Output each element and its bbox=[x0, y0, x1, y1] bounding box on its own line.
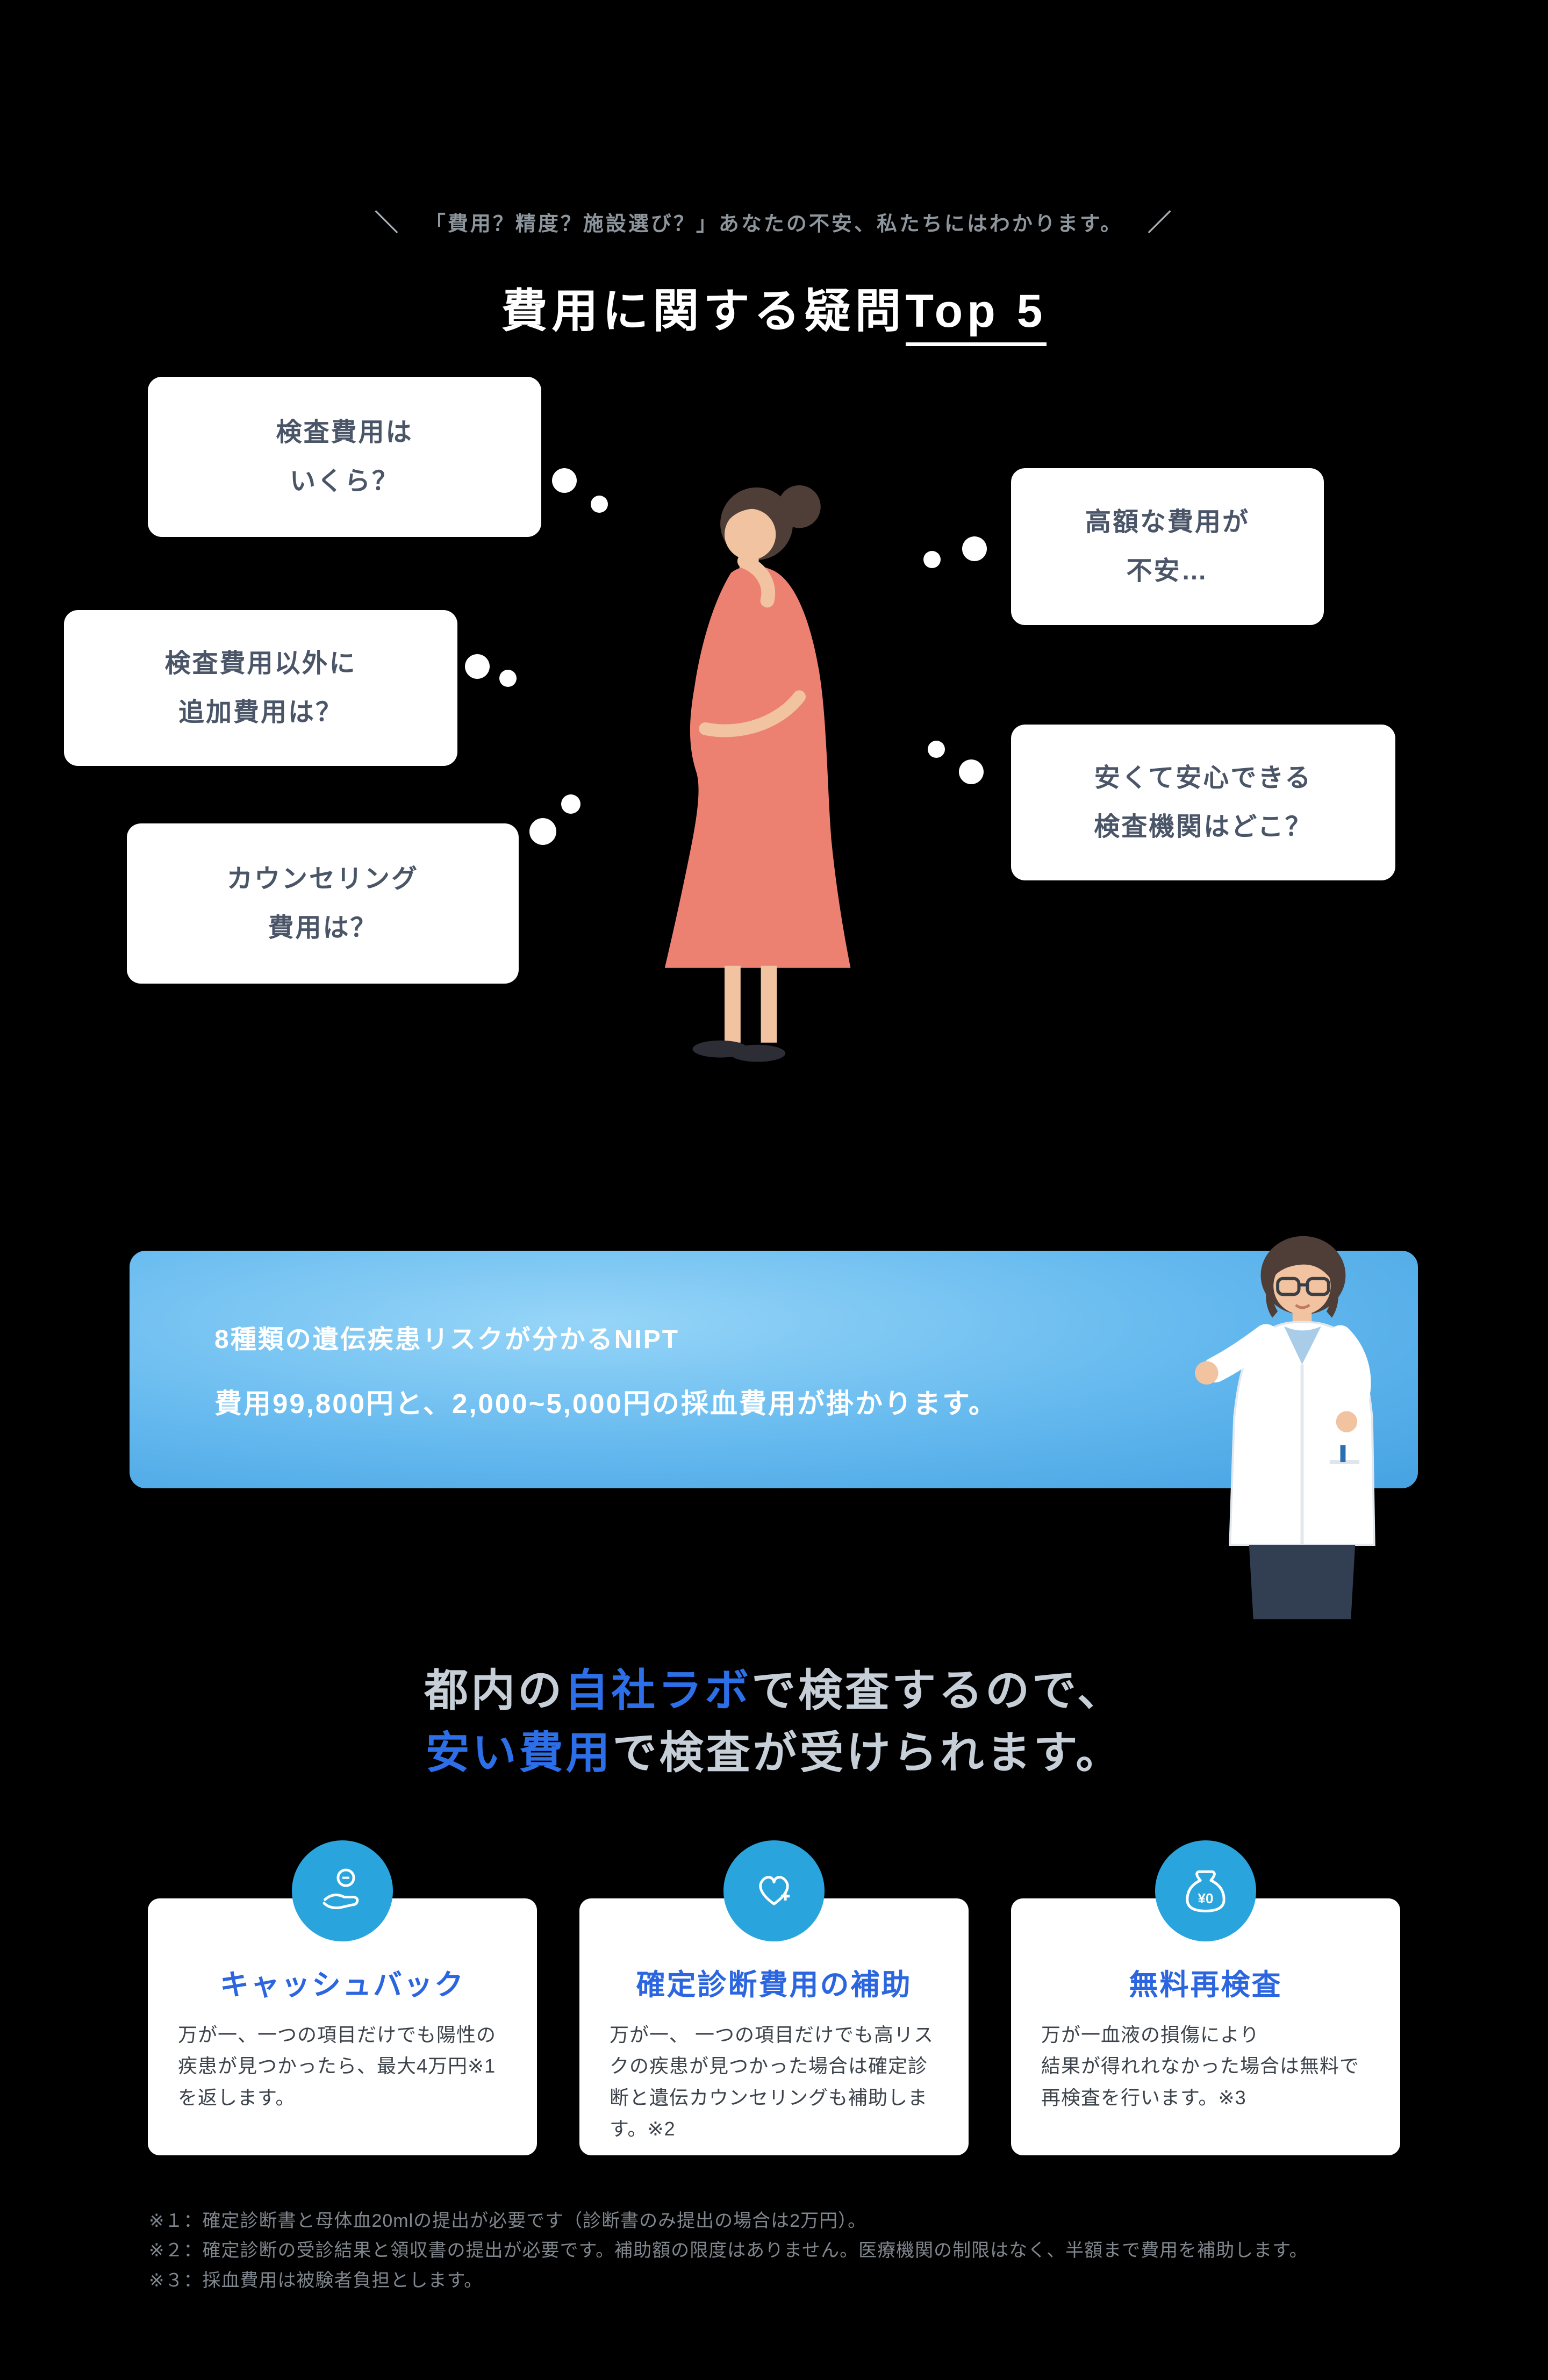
footnotes: ※１：確定診断書と母体血20mlの提出が必要です（診断書のみ提出の場合は2万円）… bbox=[149, 2208, 1308, 2297]
bubble-line: 不安… bbox=[1126, 557, 1209, 585]
thought-bubble-cheap-clinic: 安くて安心できる 検査機関はどこ？ bbox=[1011, 725, 1395, 880]
tagline: ＼ 「費用？精度？施設選び？」あなたの不安、私たちにはわかります。 ／ bbox=[0, 203, 1548, 238]
bubble-tail-dot bbox=[465, 654, 490, 679]
benefit-card-diagnosis-subsidy: 確定診断費用の補助 万が一、 一つの項目だけでも高リスクの疾患が見つかった場合は… bbox=[579, 1840, 969, 2155]
benefit-card-cashback: キャッシュバック 万が一、一つの項目だけでも陽性の疾患が見つかったら、最大4万円… bbox=[148, 1840, 537, 2155]
bubble-tail-dot bbox=[923, 551, 941, 568]
card-title: キャッシュバック bbox=[220, 1969, 465, 2001]
lab-message-line2: 安い費用で検査が受けられます。 bbox=[0, 1722, 1548, 1784]
card-body: 万が一血液の損傷により 結果が得れれなかった場合は無料で再検査を行います。※3 bbox=[1041, 2024, 1360, 2109]
footnote-3: ※３：採血費用は被験者負担とします。 bbox=[149, 2270, 483, 2291]
money-bag-icon: ¥0 bbox=[1155, 1840, 1256, 1941]
banner-line2: 費用99,800円と、2,000~5,000円の採血費用が掛かります。 bbox=[214, 1388, 998, 1419]
bubble-tail-dot bbox=[499, 670, 517, 687]
hand-coin-icon bbox=[292, 1840, 393, 1941]
pregnant-woman-illustration bbox=[664, 485, 851, 1062]
money-bag-label: ¥0 bbox=[1198, 1890, 1214, 1906]
bubble-line: カウンセリング bbox=[226, 864, 419, 893]
lab-message: 都内の自社ラボで検査するので、 安い費用で検査が受けられます。 bbox=[0, 1660, 1548, 1785]
lab-message-text: で検査するので、 bbox=[751, 1666, 1124, 1715]
thought-bubble-extra-cost: 検査費用以外に 追加費用は？ bbox=[64, 610, 457, 766]
bubble-tail-dot bbox=[552, 468, 577, 493]
thought-bubble-test-cost: 検査費用は いくら？ bbox=[148, 377, 541, 537]
bubble-tail-dot bbox=[928, 741, 945, 758]
footnote-2: ※２：確定診断の受診結果と領収書の提出が必要です。補助額の限度はありません。医療… bbox=[149, 2240, 1308, 2261]
tagline-slash-left-icon: ＼ bbox=[374, 210, 400, 236]
benefit-card-free-retest: ¥0 無料再検査 万が一血液の損傷により 結果が得れれなかった場合は無料で再検査… bbox=[1011, 1840, 1400, 2155]
bubble-line: 検査機関はどこ？ bbox=[1094, 813, 1313, 841]
tagline-text: 「費用？精度？施設選び？」あなたの不安、私たちにはわかります。 bbox=[425, 213, 1123, 235]
bubble-tail-dot bbox=[959, 759, 984, 784]
heart-plus-icon bbox=[723, 1840, 825, 1941]
bubble-line: いくら？ bbox=[289, 467, 399, 496]
bubble-line: 検査費用は bbox=[276, 418, 413, 447]
page-title-main: 費用に関する疑問 bbox=[501, 285, 906, 337]
bubble-line: 追加費用は？ bbox=[178, 698, 343, 727]
bubble-line: 高額な費用が bbox=[1085, 507, 1250, 536]
card-body: 万が一、一つの項目だけでも陽性の疾患が見つかったら、最大4万円※1を返します。 bbox=[178, 2024, 497, 2109]
card-body: 万が一、 一つの項目だけでも高リスクの疾患が見つかった場合は確定診断と遺伝カウン… bbox=[610, 2024, 934, 2140]
card-title: 無料再検査 bbox=[1129, 1969, 1282, 2001]
bubble-line: 安くて安心できる bbox=[1094, 763, 1313, 792]
lab-message-line1: 都内の自社ラボで検査するので、 bbox=[0, 1660, 1548, 1722]
lab-message-text: 都内の bbox=[424, 1666, 565, 1715]
bubble-tail-dot bbox=[561, 794, 580, 814]
page-title: 費用に関する疑問Top 5 bbox=[0, 273, 1548, 346]
doctor-illustration bbox=[1195, 1236, 1375, 1619]
footnote-1: ※１：確定診断書と母体血20mlの提出が必要です（診断書のみ提出の場合は2万円）… bbox=[149, 2211, 867, 2231]
bubble-tail-dot bbox=[529, 818, 556, 845]
card-title: 確定診断費用の補助 bbox=[636, 1969, 912, 2001]
lab-message-highlight: 安い費用 bbox=[425, 1729, 613, 1778]
lab-message-highlight: 自社ラボ bbox=[564, 1666, 752, 1715]
bubble-line: 検査費用以外に bbox=[164, 649, 357, 678]
tagline-slash-right-icon: ／ bbox=[1148, 210, 1174, 236]
bubble-line: 費用は？ bbox=[268, 914, 378, 942]
lab-message-text: で検査が受けられます。 bbox=[612, 1729, 1123, 1778]
page-title-top5: Top 5 bbox=[905, 285, 1047, 346]
bubble-tail-dot bbox=[962, 536, 987, 561]
banner-line1: 8種類の遺伝疾患リスクが分かるNIPT bbox=[214, 1325, 680, 1354]
thought-bubble-counseling-cost: カウンセリング 費用は？ bbox=[127, 823, 519, 984]
bubble-tail-dot bbox=[591, 496, 608, 513]
thought-bubble-expensive: 高額な費用が 不安… bbox=[1011, 468, 1324, 625]
